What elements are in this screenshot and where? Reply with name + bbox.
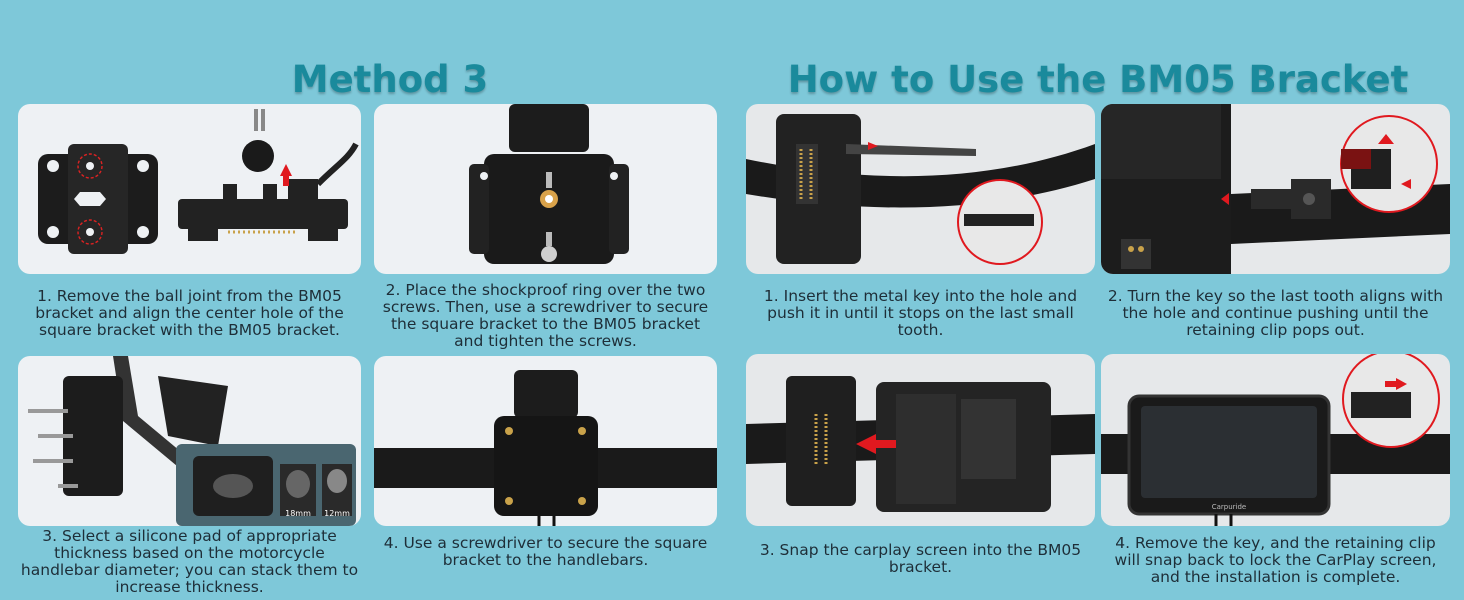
step-1-image [18,104,361,274]
turn-key-illustration [1101,104,1450,274]
shockproof-ring-illustration [469,104,629,264]
step-4-image [374,356,717,526]
insert-key-illustration [746,114,1095,265]
bracket-on-handlebar-illustration [374,370,717,526]
carpuride-logo-text: Carpuride [1212,503,1247,511]
how-to-use-heading: How to Use the BM05 Bracket [787,58,1409,101]
installation-complete-illustration: Carpuride [1101,354,1450,526]
step-3-image: 18mm 12mm [18,356,361,526]
usage-4-caption: 4. Remove the key, and the retaining cli… [1114,534,1437,586]
step-1-caption: 1. Remove the ball joint from the BM05 b… [35,287,344,339]
square-bracket-and-bm05-illustration [38,109,359,254]
pad-label-18mm: 18mm [285,509,311,518]
usage-1-caption: 1. Insert the metal key into the hole an… [763,287,1078,339]
usage-3-caption: 3. Snap the carplay screen into the BM05… [759,541,1082,576]
usage-2-image [1101,104,1450,274]
step-2-image [374,104,717,274]
method-3-heading: Method 3 [291,58,489,101]
usage-4-image: Carpuride [1101,354,1450,526]
pad-label-12mm: 12mm [324,509,350,518]
step-3-caption: 3. Select a silicone pad of appropriate … [20,527,359,596]
step-4-caption: 4. Use a screwdriver to secure the squar… [383,534,708,569]
usage-2-caption: 2. Turn the key so the last tooth aligns… [1107,287,1444,339]
silicone-pad-illustration: 18mm 12mm [28,356,356,526]
usage-3-image [746,354,1095,526]
step-2-caption: 2. Place the shockproof ring over the tw… [382,281,709,350]
snap-screen-illustration [746,376,1095,512]
usage-1-image [746,104,1095,274]
